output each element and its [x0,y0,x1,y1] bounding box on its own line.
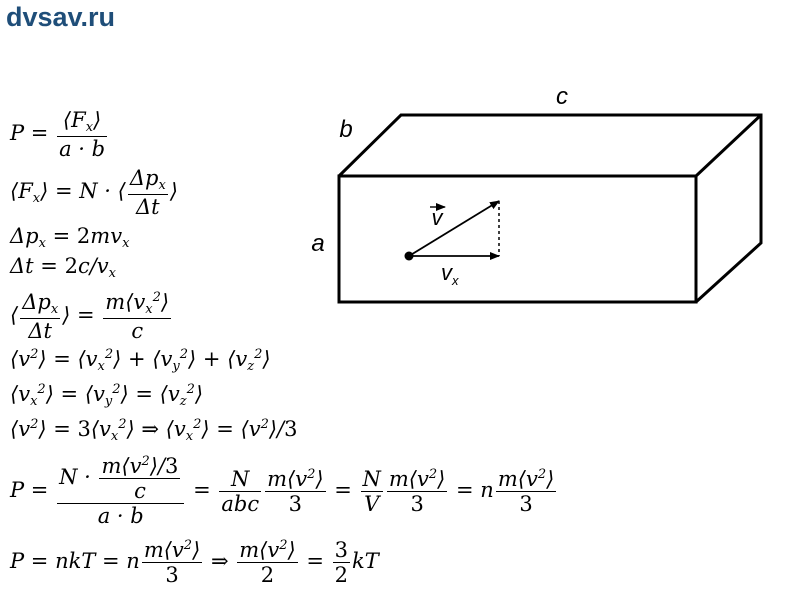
particle-dot [404,251,414,261]
equation-pressure-definition: P = ⟨Fx⟩a · b [10,108,108,161]
box-outline [337,113,763,304]
vx-label: vx [441,260,459,288]
edge-label-b: b [339,116,352,143]
edge-label-a: a [311,230,324,257]
site-title: dvsav.ru [6,2,116,32]
edge-label-c: c [556,83,568,110]
equation-time-interval: Δt = 2c/vx [10,254,116,281]
equation-velocity-components-equal: ⟨vx2⟩ = ⟨vy2⟩ = ⟨vz2⟩ [10,382,204,409]
equation-velocity-squared-sum: ⟨v2⟩ = ⟨vx2⟩ + ⟨vy2⟩ + ⟨vz2⟩ [10,347,271,374]
velocity-vector [408,200,500,257]
equation-velocity-relation: ⟨v2⟩ = 3⟨vx2⟩ ⇒ ⟨vx2⟩ = ⟨v2⟩/3 [10,417,298,444]
equation-momentum-change: Δpx = 2mvx [10,224,130,251]
velocity-label: v [432,205,445,230]
